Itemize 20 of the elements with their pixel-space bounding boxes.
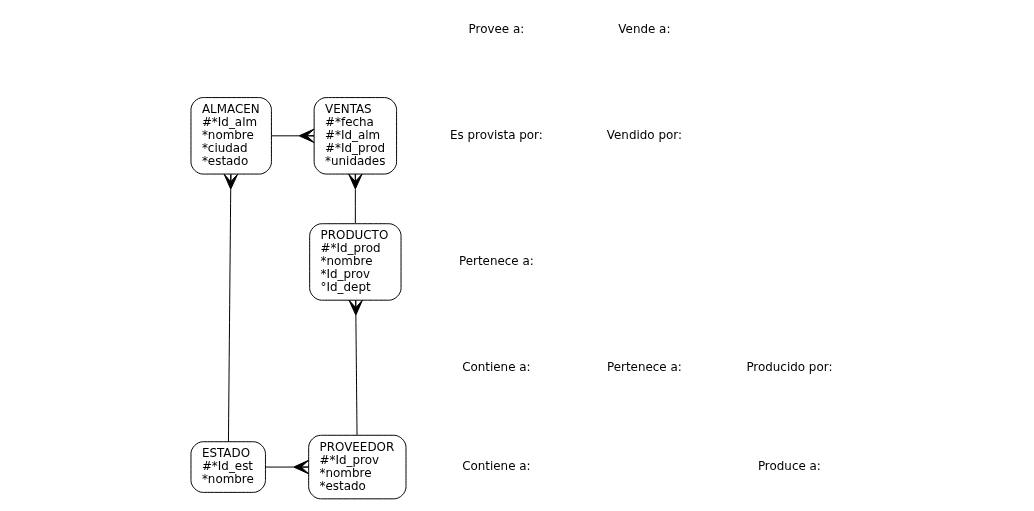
- connector: [223, 173, 239, 443]
- node-box: ALMACEN #*Id_alm *nombre *ciudad *estado: [190, 97, 272, 175]
- label: Vendido por:: [606, 127, 682, 142]
- label: Produce a:: [757, 459, 821, 474]
- label: Producido por:: [746, 359, 833, 374]
- label: Pertenece a:: [606, 359, 682, 374]
- label: Es provista por:: [449, 127, 543, 142]
- label: Contiene a:: [462, 459, 531, 474]
- label: Pertenece a:: [458, 254, 534, 269]
- node-box: VENTAS #*fecha #*Id_alm #*Id_prod *unidades: [313, 97, 398, 175]
- node-box: PRODUCTO #*Id_prod *nombre *Id_prov °Id_dept: [309, 223, 402, 301]
- label: Contiene a:: [462, 359, 531, 374]
- label: Provee a:: [468, 22, 525, 37]
- node-box: PROVEEDOR #*Id_prov *nombre *estado: [308, 434, 407, 500]
- connector: [265, 459, 310, 475]
- label: Vende a:: [618, 22, 671, 37]
- connector: [270, 128, 315, 143]
- node-box: ESTADO #*Id_est *nombre: [190, 441, 266, 493]
- connector: [348, 299, 363, 436]
- connector: [348, 173, 363, 224]
